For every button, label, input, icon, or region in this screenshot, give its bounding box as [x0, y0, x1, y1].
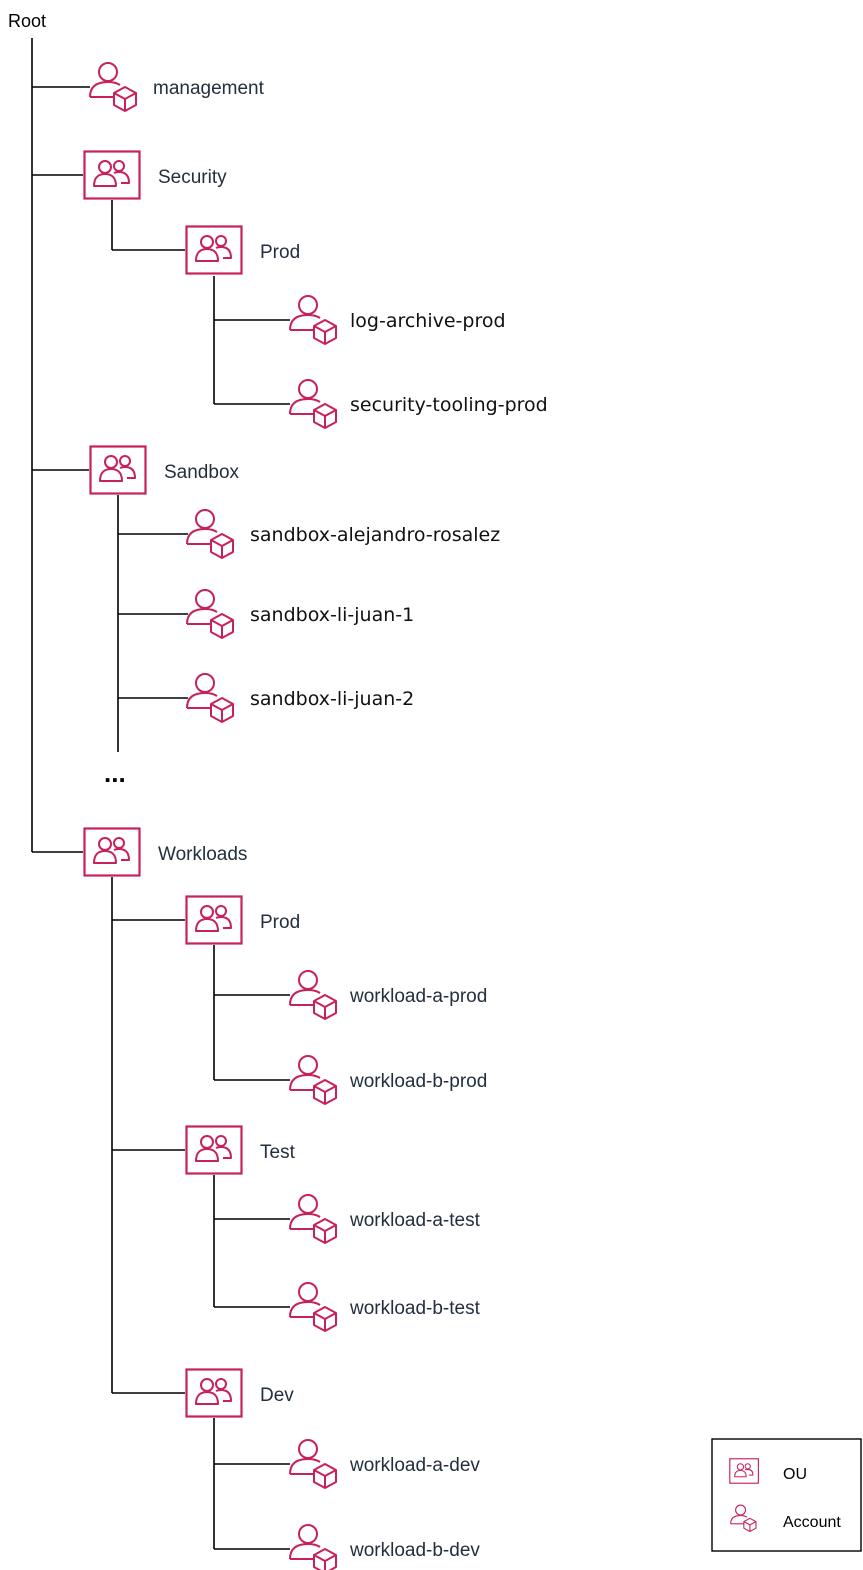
account-label: sandbox-alejandro-rosalez — [250, 524, 500, 546]
account-label: workload-a-dev — [349, 1455, 480, 1476]
ou-label: Prod — [260, 242, 300, 263]
security-prod-ou-node: Prod — [185, 225, 300, 275]
account-label: log-archive-prod — [350, 310, 506, 332]
connector-lines — [31, 38, 290, 1550]
sandbox-ou-node: Sandbox — [89, 445, 240, 495]
account-label: workload-b-test — [349, 1298, 481, 1319]
workloads-prod-ou-node: Prod — [185, 895, 300, 945]
ou-icon — [89, 445, 147, 495]
ou-label: Dev — [260, 1385, 294, 1406]
workloads-dev-ou-node: Dev — [185, 1368, 294, 1418]
management-account-node: management — [89, 62, 265, 112]
account-icon — [289, 1524, 337, 1570]
security-ou-node: Security — [83, 150, 227, 200]
legend: OU Account — [711, 1438, 862, 1552]
ou-icon — [185, 225, 243, 275]
root-label: Root — [8, 11, 46, 31]
ou-label: Workloads — [158, 844, 247, 865]
account-label: sandbox-li-juan-2 — [250, 688, 414, 710]
sandbox-li-juan-1-account-node: sandbox-li-juan-1 — [186, 589, 414, 639]
account-label: sandbox-li-juan-1 — [250, 604, 414, 626]
workloads-test-ou-node: Test — [185, 1125, 296, 1175]
log-archive-prod-account-node: log-archive-prod — [289, 295, 506, 345]
ou-label: Prod — [260, 912, 300, 933]
account-icon — [289, 1282, 337, 1332]
ou-icon — [185, 1368, 243, 1418]
ou-icon — [83, 150, 141, 200]
account-label: workload-b-prod — [349, 1071, 487, 1092]
account-icon — [186, 589, 234, 639]
account-label: security-tooling-prod — [350, 394, 548, 416]
legend-account-label: Account — [783, 1514, 841, 1531]
account-icon — [289, 1194, 337, 1244]
workloads-ou-node: Workloads — [83, 827, 247, 877]
workload-a-test-account-node: workload-a-test — [289, 1194, 481, 1244]
ou-label: Sandbox — [164, 462, 240, 483]
account-label: workload-a-test — [349, 1210, 481, 1231]
sandbox-li-juan-2-account-node: sandbox-li-juan-2 — [186, 673, 414, 723]
ou-label: Test — [260, 1142, 296, 1163]
account-icon — [186, 673, 234, 723]
account-icon — [289, 295, 337, 345]
account-icon — [289, 1439, 337, 1489]
account-icon — [186, 509, 234, 559]
ou-icon — [83, 827, 141, 877]
workload-a-dev-account-node: workload-a-dev — [289, 1439, 480, 1489]
account-icon — [289, 1055, 337, 1105]
account-icon — [89, 62, 137, 112]
workload-a-prod-account-node: workload-a-prod — [289, 970, 487, 1020]
workload-b-test-account-node: workload-b-test — [289, 1282, 481, 1332]
legend-box — [711, 1438, 862, 1552]
workload-b-dev-account-node: workload-b-dev — [289, 1524, 480, 1570]
workload-b-prod-account-node: workload-b-prod — [289, 1055, 487, 1105]
account-icon — [289, 970, 337, 1020]
sandbox-alejandro-rosalez-account-node: sandbox-alejandro-rosalez — [186, 509, 500, 559]
ou-icon — [185, 1125, 243, 1175]
ou-label: Security — [158, 167, 227, 188]
legend-ou-label: OU — [783, 1466, 807, 1483]
more-accounts-ellipsis: ... — [104, 758, 126, 788]
account-label: workload-a-prod — [349, 986, 487, 1007]
account-label: management — [153, 78, 265, 99]
ou-icon — [185, 895, 243, 945]
account-label: workload-b-dev — [349, 1540, 480, 1561]
account-icon — [289, 379, 337, 429]
security-tooling-prod-account-node: security-tooling-prod — [289, 379, 548, 429]
